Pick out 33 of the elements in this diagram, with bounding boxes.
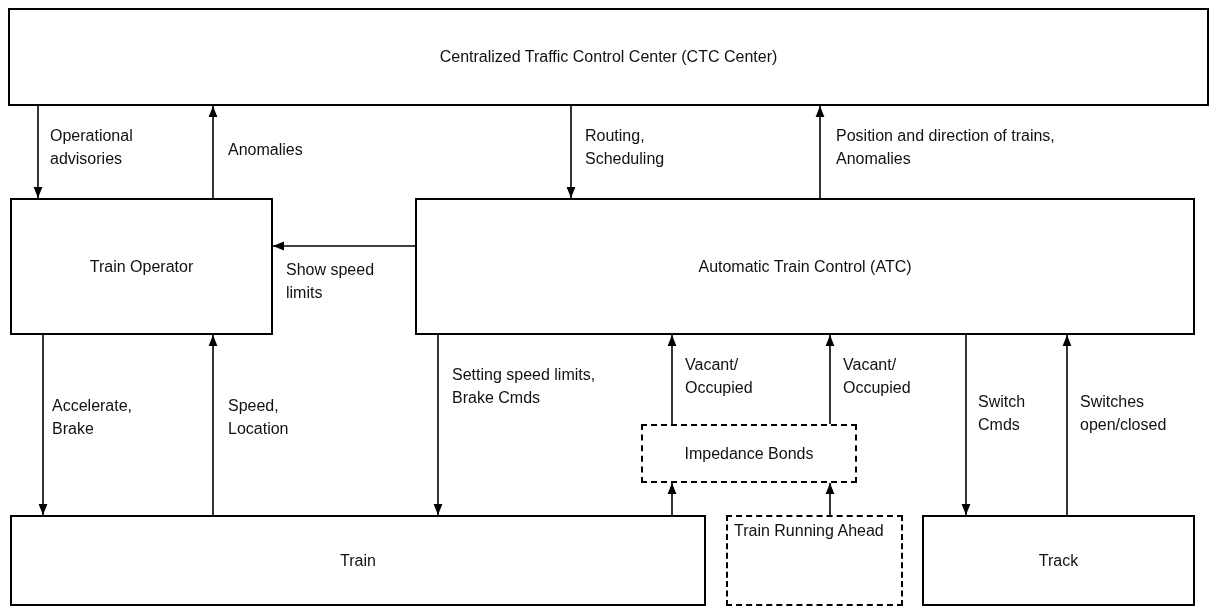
dashed-box: Impedance Bonds (641, 424, 857, 483)
arrow (566, 105, 576, 199)
edge-label: Speed, Location (228, 396, 290, 440)
edge-label: Show speed limits (286, 260, 376, 304)
arrow (1062, 334, 1072, 516)
process-box: Automatic Train Control (ATC) (415, 198, 1195, 335)
arrow (667, 482, 677, 516)
dashed-box: Train Running Ahead (726, 515, 903, 606)
arrow (208, 105, 218, 199)
process-box: Train (10, 515, 706, 606)
edge-label: Accelerate, Brake (52, 396, 134, 440)
arrow (33, 105, 43, 199)
process-box: Centralized Traffic Control Center (CTC Center) (8, 8, 1209, 106)
arrow (815, 105, 825, 199)
edge-label: Position and direction of trains, Anomalies (836, 126, 1056, 170)
edge-label: Switch Cmds (978, 392, 1027, 436)
process-box: Train Operator (10, 198, 273, 335)
arrow (433, 334, 443, 516)
arrow (961, 334, 971, 516)
edge-label: Routing, Scheduling (585, 126, 666, 170)
edge-label: Anomalies (228, 140, 304, 160)
arrow (825, 334, 835, 425)
edge-label: Vacant/ Occupied (843, 355, 912, 399)
arrow (272, 241, 416, 251)
edge-label: Setting speed limits, Brake Cmds (452, 365, 597, 409)
edge-label: Vacant/ Occupied (685, 355, 754, 399)
arrow (667, 334, 677, 425)
arrow (38, 334, 48, 516)
arrow (825, 482, 835, 516)
process-box: Track (922, 515, 1195, 606)
edge-label: Operational advisories (50, 126, 134, 170)
arrow (208, 334, 218, 516)
edge-label: Switches open/closed (1080, 392, 1168, 436)
